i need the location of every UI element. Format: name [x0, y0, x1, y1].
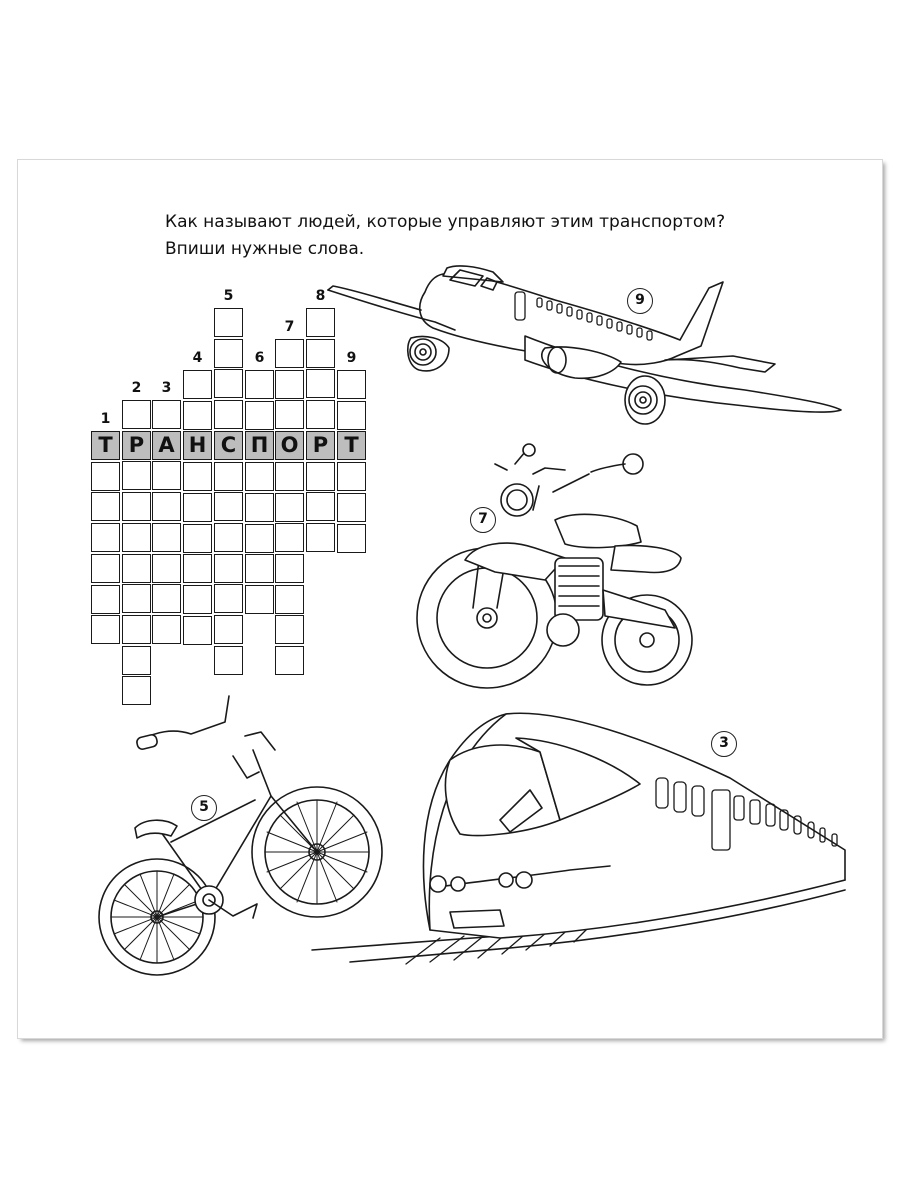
instruction-line-2: Впиши нужные слова. — [165, 239, 365, 259]
airplane-icon — [325, 248, 845, 438]
train-number-badge: 3 — [711, 731, 737, 757]
motorcycle-icon — [415, 440, 695, 690]
motorcycle-number-badge: 7 — [470, 507, 496, 533]
airplane-number-badge: 9 — [627, 288, 653, 314]
instruction-line-1: Как называют людей, которые управляют эт… — [165, 212, 726, 232]
bicycle-number-badge: 5 — [191, 795, 217, 821]
bicycle-icon — [85, 692, 390, 992]
train-icon — [310, 700, 855, 990]
